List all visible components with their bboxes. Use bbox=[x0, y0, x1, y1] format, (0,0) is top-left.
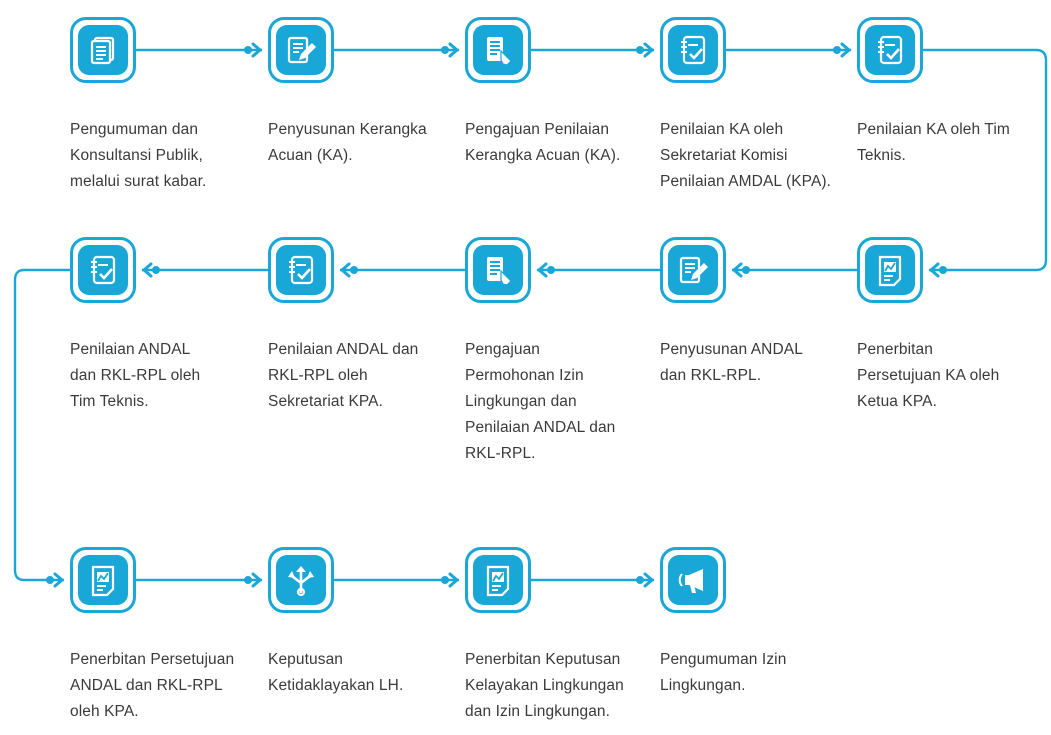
flow-step-label-line: Kerangka Acuan (KA). bbox=[465, 147, 621, 164]
arrow-head-icon bbox=[731, 262, 750, 278]
flow-step-node bbox=[857, 237, 923, 303]
flow-step-label-line: Pengumuman dan bbox=[70, 121, 199, 138]
flow-step-node bbox=[465, 547, 531, 613]
flow-step-label-line: Ketua KPA. bbox=[857, 393, 937, 410]
report-chart-icon bbox=[865, 245, 915, 295]
flow-step-label-line: Pengumuman Izin bbox=[660, 651, 787, 668]
document-stack-icon bbox=[78, 25, 128, 75]
arrow-head-icon bbox=[339, 262, 358, 278]
connector-loop-right bbox=[923, 48, 1048, 272]
arrow-head-icon bbox=[833, 42, 852, 58]
flow-step-node bbox=[660, 17, 726, 83]
flow-step-label-line: Ketidaklayakan LH. bbox=[268, 677, 404, 694]
flow-step-label-line: Lingkungan. bbox=[660, 677, 746, 694]
arrow-head-icon bbox=[244, 42, 263, 58]
flow-step-label-line: dan RKL-RPL oleh bbox=[70, 367, 201, 384]
flow-step-label-line: RKL-RPL. bbox=[465, 445, 536, 462]
flow-step-label-line: Teknis. bbox=[857, 147, 906, 164]
flow-step-label-line: Tim Teknis. bbox=[70, 393, 149, 410]
flow-step-label-line: Keputusan bbox=[268, 651, 344, 668]
flow-step-label-line: Persetujuan KA oleh bbox=[857, 367, 1000, 384]
flow-step-node bbox=[268, 237, 334, 303]
document-submit-icon bbox=[473, 25, 523, 75]
flow-step-node bbox=[465, 17, 531, 83]
notebook-check-icon bbox=[78, 245, 128, 295]
arrow-head-icon bbox=[928, 262, 947, 278]
flow-step-label-line: Penyusunan Kerangka bbox=[268, 121, 427, 138]
document-submit-icon bbox=[473, 245, 523, 295]
flow-step-label-line: Sekretariat KPA. bbox=[268, 393, 384, 410]
flow-step-node bbox=[660, 547, 726, 613]
flow-step-label-line: Lingkungan dan bbox=[465, 393, 577, 410]
flow-step-label-line: Penyusunan ANDAL bbox=[660, 341, 803, 358]
flow-step-label-line: Penilaian AMDAL (KPA). bbox=[660, 173, 832, 190]
flow-step-label-line: melalui surat kabar. bbox=[70, 173, 207, 190]
flow-step-label-line: Penerbitan Keputusan bbox=[465, 651, 621, 668]
flow-step-label-line: Acuan (KA). bbox=[268, 147, 353, 164]
report-chart-icon bbox=[473, 555, 523, 605]
arrow-head-icon bbox=[141, 262, 160, 278]
flow-step-label-line: RKL-RPL oleh bbox=[268, 367, 368, 384]
flow-step-label-line: dan RKL-RPL. bbox=[660, 367, 762, 384]
flow-step-label-line: dan Izin Lingkungan. bbox=[465, 703, 611, 720]
flow-step-label-line: Pengajuan bbox=[465, 341, 541, 358]
notebook-check-icon bbox=[668, 25, 718, 75]
flow-step-label-line: Penerbitan bbox=[857, 341, 933, 358]
arrow-head-icon bbox=[636, 572, 655, 588]
report-chart-icon bbox=[78, 555, 128, 605]
flow-step-label-line: Konsultansi Publik, bbox=[70, 147, 203, 164]
flow-step-label-line: Penilaian KA oleh bbox=[660, 121, 784, 138]
connector-loop-left bbox=[13, 268, 70, 582]
flow-step-label-line: Penilaian KA oleh Tim bbox=[857, 121, 1010, 138]
flow-step-label: Penyusunan ANDAL dan RKL-RPL. bbox=[660, 337, 840, 389]
notebook-check-icon bbox=[276, 245, 326, 295]
flow-step-label-line: Sekretariat Komisi bbox=[660, 147, 788, 164]
arrow-head-icon bbox=[46, 572, 65, 588]
flow-step-label-line: ANDAL dan RKL-RPL bbox=[70, 677, 223, 694]
megaphone-icon bbox=[668, 555, 718, 605]
flow-step-node bbox=[70, 17, 136, 83]
arrow-head-icon bbox=[536, 262, 555, 278]
flow-step-node bbox=[268, 17, 334, 83]
flow-step-label-line: oleh KPA. bbox=[70, 703, 139, 720]
flow-step-label-line: Penilaian ANDAL dan bbox=[268, 341, 419, 358]
flow-step-node bbox=[465, 237, 531, 303]
decision-arrows-icon bbox=[276, 555, 326, 605]
flow-step-label-line: Pengajuan Penilaian bbox=[465, 121, 610, 138]
flow-step-node bbox=[857, 17, 923, 83]
notebook-check-icon bbox=[865, 25, 915, 75]
flow-step-node bbox=[268, 547, 334, 613]
arrow-head-icon bbox=[441, 572, 460, 588]
flow-step-label-line: Penilaian ANDAL bbox=[70, 341, 191, 358]
flow-step-label-line: Penerbitan Persetujuan bbox=[70, 651, 235, 668]
flow-step-node bbox=[70, 547, 136, 613]
flow-step-label-line: Penilaian ANDAL dan bbox=[465, 419, 616, 436]
arrow-head-icon bbox=[636, 42, 655, 58]
arrow-head-icon bbox=[244, 572, 263, 588]
document-pencil-icon bbox=[668, 245, 718, 295]
document-pencil-icon bbox=[276, 25, 326, 75]
flow-step-label-line: Kelayakan Lingkungan bbox=[465, 677, 624, 694]
flow-step-label-line: Permohonan Izin bbox=[465, 367, 584, 384]
flow-step-node bbox=[70, 237, 136, 303]
flow-step-node bbox=[660, 237, 726, 303]
arrow-head-icon bbox=[441, 42, 460, 58]
